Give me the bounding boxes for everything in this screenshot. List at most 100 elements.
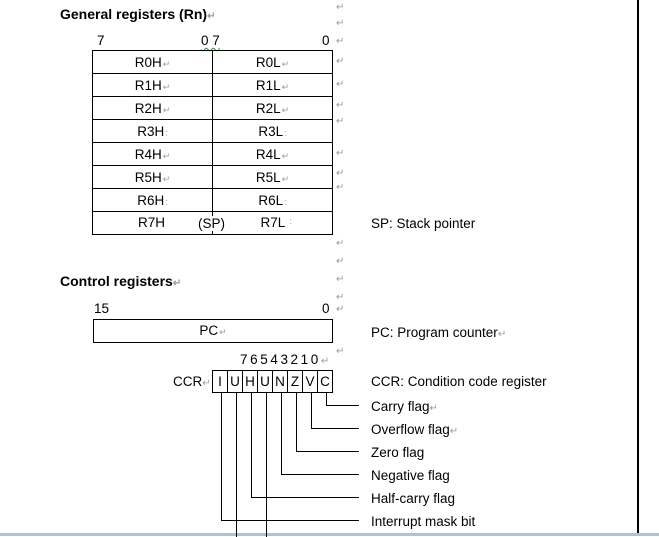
register-low-cell: R0L↵ [212, 50, 333, 74]
paragraph-mark-icon: ↵ [281, 150, 290, 161]
register-low-cell: R1L↵ [212, 73, 333, 97]
register-high-cell: R7H(SP) [92, 211, 225, 235]
paragraph-mark-icon: ↵ [336, 100, 345, 111]
paragraph-mark-icon: ↵ [336, 182, 345, 193]
bit-label-high: 7 [97, 33, 105, 48]
ccr-label-text: CCR [173, 374, 203, 389]
ccr-description-text: CCR: Condition code register [371, 374, 547, 389]
heading-text: Control registers [60, 273, 173, 289]
register-low-name: R6L [258, 192, 284, 208]
flag-label-zero: Zero flag [371, 445, 425, 460]
paragraph-mark-icon: ↵ [336, 116, 345, 127]
paragraph-mark-icon: ↵ [497, 329, 507, 340]
ccr-bit-number: 2 [290, 352, 301, 367]
register-low-name: R2L [255, 100, 281, 116]
register-high-cell: R2H↵ [92, 96, 213, 120]
paragraph-mark-icon: ↵ [281, 173, 290, 184]
ccr-description: CCR: Condition code register [371, 374, 547, 389]
register-low-cell: R2L↵ [212, 96, 333, 120]
register-row: R2H↵ R2L↵ [92, 96, 333, 120]
paragraph-mark-icon: ↵ [202, 378, 211, 389]
register-low-cell: R3L: [212, 119, 333, 143]
ccr-stem-line [296, 392, 297, 452]
flag-label-overflow: Overflow flag↵ [371, 422, 458, 437]
pc-bit-high: 15 [94, 301, 110, 316]
pc-label: PC [199, 323, 219, 338]
control-registers-heading: Control registers↵ [60, 273, 181, 289]
paragraph-mark-icon: ↵ [449, 426, 459, 437]
paragraph-mark-icon: ↵ [336, 18, 345, 29]
ccr-leader-line [251, 497, 359, 498]
ccr-bit-cell: C [318, 371, 333, 392]
register-high-name: R6H [137, 192, 165, 208]
ccr-leader-line [311, 428, 359, 429]
paragraph-mark-icon: ↵ [336, 238, 345, 249]
register-row: R6H: R6L: [92, 188, 333, 212]
ccr-bit-cell: U [258, 371, 273, 392]
paragraph-mark-icon: ↵ [336, 292, 345, 303]
paragraph-mark-icon: ↵ [162, 150, 171, 161]
flag-label-negative: Negative flag [371, 468, 450, 483]
sp-description: SP: Stack pointer [371, 216, 476, 231]
register-high-name: R0H [134, 54, 162, 70]
paragraph-mark-icon: : [284, 127, 287, 138]
paragraph-mark-icon: : [284, 196, 287, 207]
flag-label-carry: Carry flag↵ [371, 399, 438, 414]
ccr-stem-line [251, 392, 252, 498]
paragraph-mark-icon: ↵ [429, 403, 438, 414]
register-row-r7: R7H(SP) R7L: [92, 211, 333, 235]
bit-label-low: 0 [322, 33, 330, 48]
paragraph-mark-icon: ↵ [162, 104, 171, 115]
ccr-bit-number: 7 [240, 352, 251, 367]
paragraph-mark-icon: ↵ [336, 274, 345, 285]
register-low-cell: R5L↵ [212, 165, 333, 189]
flag-label-text: Carry flag [371, 399, 430, 414]
paragraph-mark-icon: ↵ [207, 11, 216, 22]
paragraph-mark-icon: ↵ [219, 327, 227, 337]
register-high-name: R1H [134, 77, 162, 93]
paragraph-mark-icon: ↵ [336, 168, 345, 179]
register-high-name: R4H [134, 146, 162, 162]
register-low-name: R7L [260, 215, 286, 230]
paragraph-mark-icon: ↵ [336, 304, 345, 315]
ccr-bit-number: 5 [260, 352, 271, 367]
ccr-leader-line [296, 451, 359, 452]
flag-label-half-carry: Half-carry flag [371, 491, 456, 506]
ccr-bit-cell: N [273, 371, 288, 392]
ccr-leader-line [281, 474, 359, 475]
paragraph-mark-icon: ↵ [281, 104, 290, 115]
register-high-name: R7H [138, 215, 166, 230]
ccr-leader-line [221, 520, 359, 521]
pc-bit-low: 0 [322, 301, 330, 316]
pc-register-box: PC↵ [93, 319, 333, 343]
bit-label-mid: 0 7 [201, 33, 220, 48]
ccr-bit-number: 4 [270, 352, 281, 367]
ccr-leader-line [326, 405, 359, 406]
pc-description-text: PC: Program counter [371, 325, 498, 340]
register-low-name: R1L [255, 77, 281, 93]
register-row: R5H↵ R5L↵ [92, 165, 333, 189]
ccr-bit-number: 3 [280, 352, 291, 367]
paragraph-mark-icon: ↵ [336, 56, 345, 67]
ccr-stem-line [221, 392, 222, 521]
register-high-name: R2H [134, 100, 162, 116]
ccr-bit-numbers: 76543210↵ [240, 352, 332, 367]
paragraph-mark-icon: ↵ [336, 148, 345, 159]
register-high-name: R5H [134, 169, 162, 185]
ccr-stem-line [311, 392, 312, 429]
register-high-cell: R5H↵ [92, 165, 213, 189]
register-low-name: R3L [258, 123, 284, 139]
ccr-bit-number: 1 [300, 352, 311, 367]
ccr-label: CCR↵ [173, 374, 211, 389]
register-high-cell: R3H: [92, 119, 213, 143]
general-registers-table: R0H↵ R0L↵ R1H↵ R1L↵ R2H↵ R2L↵ R3H: R3L: … [92, 50, 333, 235]
paragraph-mark-icon: ↵ [172, 278, 182, 289]
ccr-bit-cell: I [213, 371, 228, 392]
register-row: R3H: R3L: [92, 119, 333, 143]
paragraph-mark-icon: ↵ [162, 58, 171, 69]
page-edge-line [637, 0, 639, 536]
paragraph-mark-icon: ↵ [336, 79, 345, 90]
paragraph-mark-icon: ↵ [281, 58, 290, 69]
ccr-stem-line [236, 392, 237, 537]
ccr-bit-cell: Z [288, 371, 303, 392]
